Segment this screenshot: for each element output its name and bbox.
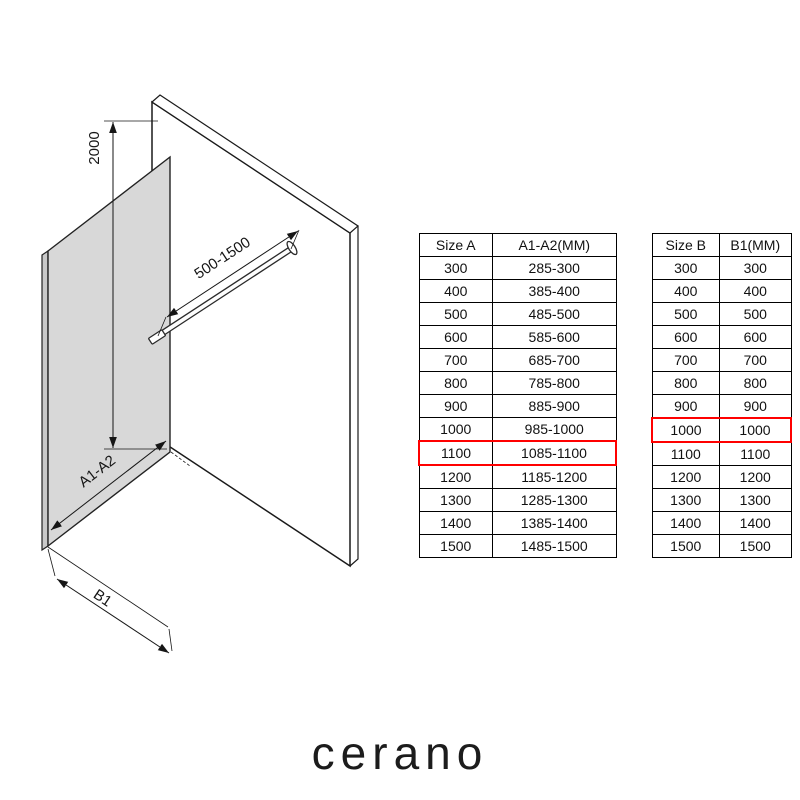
table-cell: 1100: [418, 440, 493, 466]
glass-edge-thickness: [41, 249, 49, 552]
table-cell: 300: [418, 256, 493, 280]
glass-clamp: [148, 329, 166, 345]
table-cell: 300: [719, 256, 792, 280]
table-cell: 500: [651, 302, 720, 326]
table-a-header-range: A1-A2(MM): [492, 233, 617, 257]
wall-panel: [151, 94, 359, 568]
brand-logo: cerano: [311, 727, 489, 779]
table-cell: 1400: [418, 511, 493, 535]
table-cell: 1100: [651, 441, 720, 466]
table-cell: 1000: [651, 417, 720, 443]
table-cell: 1500: [719, 534, 792, 558]
table-b-header-size: Size B: [651, 233, 720, 257]
table-cell: 1200: [418, 464, 493, 489]
table-cell: 600: [651, 325, 720, 349]
table-cell: 385-400: [492, 279, 617, 303]
dimension-depth: [47, 546, 173, 654]
table-cell: 285-300: [492, 256, 617, 280]
table-cell: 985-1000: [492, 417, 617, 442]
isometric-diagram: 2000 500-1500 A1-A2 B1: [41, 94, 359, 654]
table-cell: 1200: [651, 465, 720, 489]
table-cell: 700: [719, 348, 792, 372]
table-cell: 1500: [418, 534, 493, 558]
table-cell: 885-900: [492, 394, 617, 418]
table-cell: 600: [719, 325, 792, 349]
table-cell: 585-600: [492, 325, 617, 349]
table-cell: 800: [418, 371, 493, 395]
table-cell: 700: [651, 348, 720, 372]
table-cell: 1500: [651, 534, 720, 558]
table-a-header-size: Size A: [418, 233, 493, 257]
table-cell: 900: [651, 394, 720, 419]
glass-face: [47, 155, 171, 548]
table-cell: 400: [719, 279, 792, 303]
table-cell: 1000: [418, 417, 493, 442]
table-cell: 400: [651, 279, 720, 303]
table-b-header-range: B1(MM): [719, 233, 792, 257]
table-cell: 300: [651, 256, 720, 280]
dim-depth-label: B1: [90, 586, 115, 610]
table-a-header-row: Size A A1-A2(MM): [418, 233, 617, 257]
table-cell: 800: [719, 371, 792, 395]
table-cell: 700: [418, 348, 493, 372]
table-cell: 1100: [719, 441, 792, 466]
table-cell: 1085-1100: [492, 440, 617, 466]
table-cell: 685-700: [492, 348, 617, 372]
table-cell: 1185-1200: [492, 464, 617, 489]
table-cell: 1300: [418, 488, 493, 512]
table-cell: 900: [719, 394, 792, 419]
table-cell: 1000: [719, 417, 792, 443]
table-cell: 900: [418, 394, 493, 418]
table-cell: 1400: [651, 511, 720, 535]
table-cell: 500: [719, 302, 792, 326]
table-cell: 1385-1400: [492, 511, 617, 535]
dimension-bar: [157, 229, 300, 337]
dimension-width: [50, 440, 191, 531]
table-cell: 1300: [651, 488, 720, 512]
table-cell: 1400: [719, 511, 792, 535]
table-cell: 1300: [719, 488, 792, 512]
table-cell: 500: [418, 302, 493, 326]
glass-panel: [41, 155, 171, 552]
table-cell: 1485-1500: [492, 534, 617, 558]
table-cell: 1200: [719, 465, 792, 489]
table-cell: 600: [418, 325, 493, 349]
table-b-header-row: Size B B1(MM): [651, 233, 792, 257]
dim-height-label: 2000: [86, 131, 103, 164]
table-cell: 800: [651, 371, 720, 395]
table-cell: 400: [418, 279, 493, 303]
table-cell: 785-800: [492, 371, 617, 395]
table-cell: 1285-1300: [492, 488, 617, 512]
table-cell: 485-500: [492, 302, 617, 326]
